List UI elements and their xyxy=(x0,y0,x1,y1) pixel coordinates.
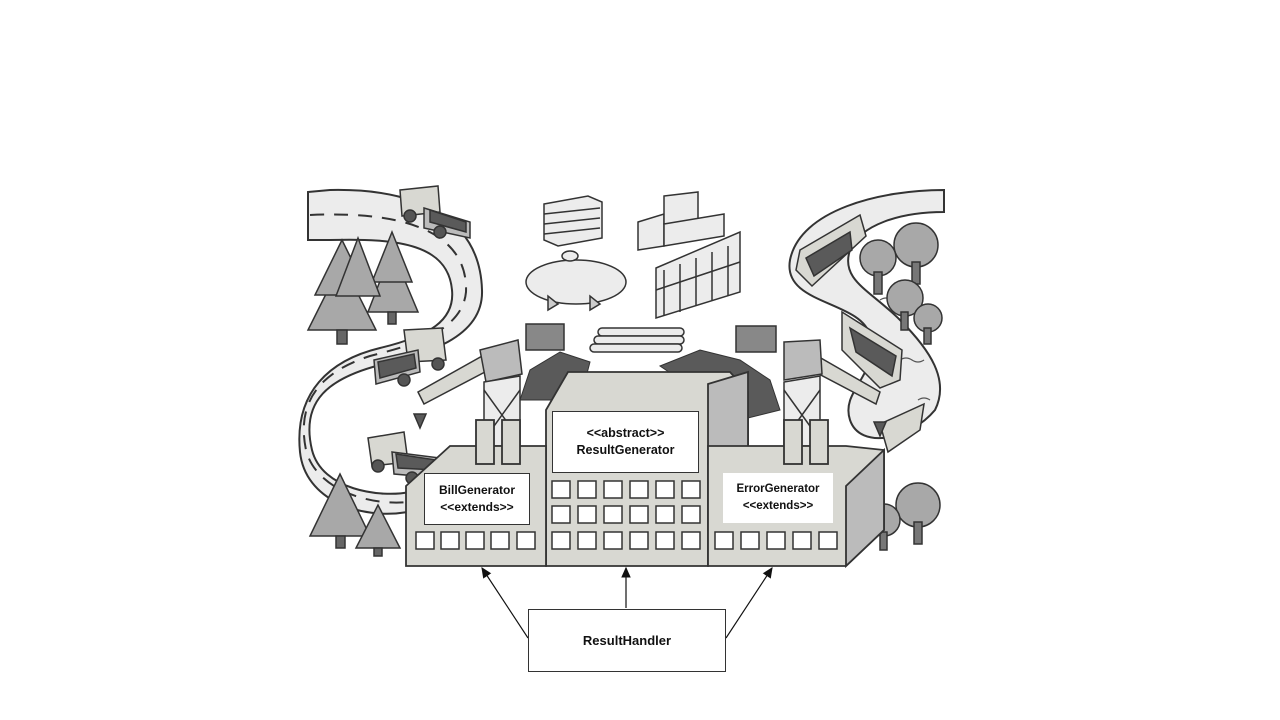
resulthandler-box: ResultHandler xyxy=(528,609,726,672)
left-trees xyxy=(306,229,420,557)
association-arrows xyxy=(481,566,773,639)
factory-windows xyxy=(415,480,838,550)
crane-left xyxy=(412,323,565,447)
billgenerator-name: BillGenerator xyxy=(438,483,516,497)
boats xyxy=(795,213,925,454)
arrow-to-billgenerator xyxy=(481,566,529,639)
errorgenerator-box: ErrorGenerator <<extends>> xyxy=(723,473,833,523)
truck-top xyxy=(399,185,471,239)
errorgenerator-name: ErrorGenerator xyxy=(736,483,820,495)
truck-middle xyxy=(373,327,447,387)
billgenerator-box: BillGenerator <<extends>> xyxy=(424,473,530,525)
arrow-to-errorgenerator xyxy=(725,566,773,639)
abstract-class-name: ResultGenerator xyxy=(576,443,675,457)
billgenerator-stereotype: <<extends>> xyxy=(440,500,514,514)
abstract-stereotype: <<abstract>> xyxy=(586,426,665,440)
errorgenerator-stereotype: <<extends>> xyxy=(742,500,814,512)
raw-materials xyxy=(525,191,741,353)
right-trees xyxy=(859,222,943,551)
abstract-class-box: <<abstract>> ResultGenerator xyxy=(552,411,699,473)
log-pile xyxy=(589,327,685,353)
resulthandler-name: ResultHandler xyxy=(582,633,672,648)
